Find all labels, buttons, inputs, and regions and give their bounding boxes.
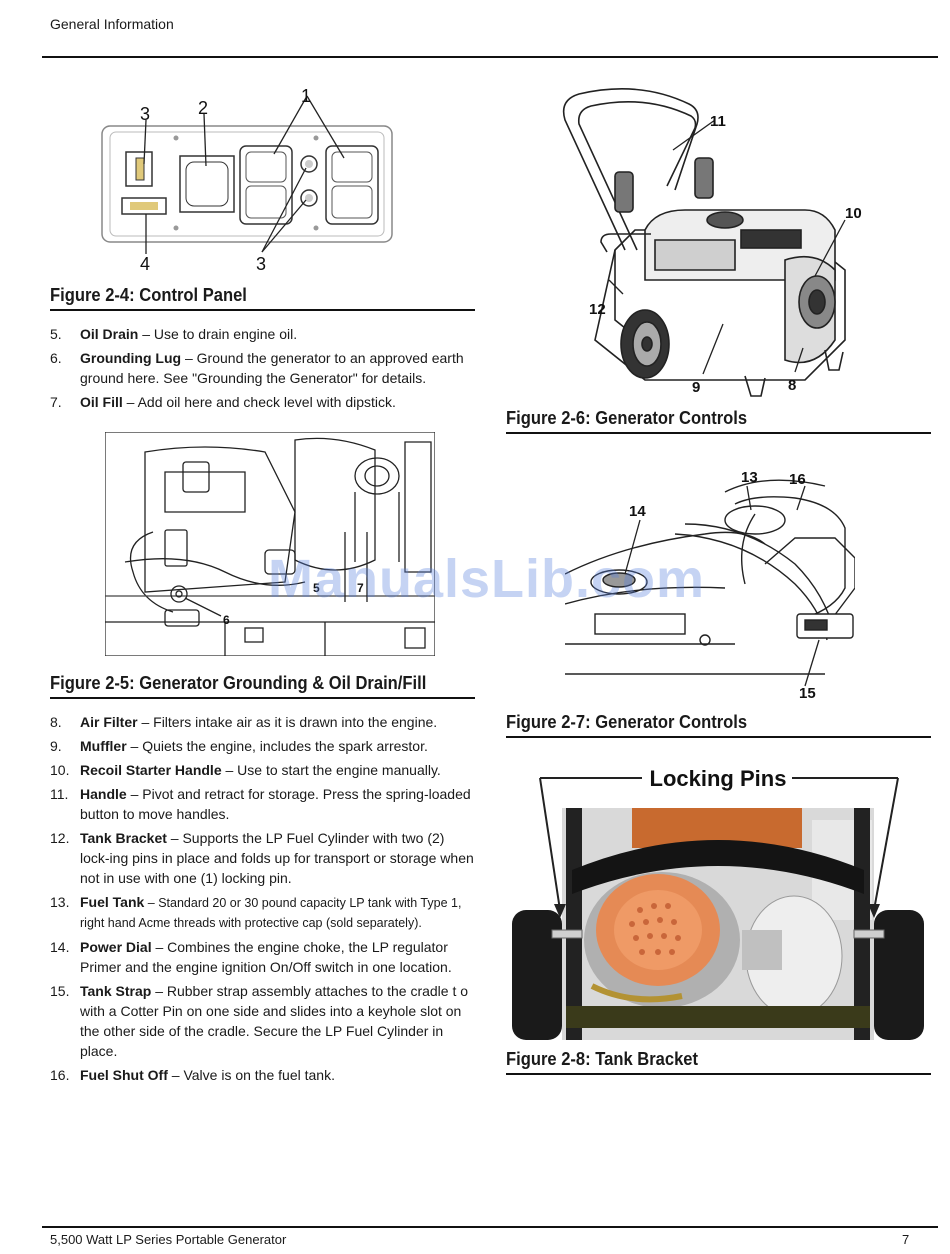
item-term: Oil Drain xyxy=(80,326,139,342)
figure-control-panel: 1 2 3 3 4 xyxy=(96,86,396,276)
list-item: 12. Tank Bracket – Supports the LP Fuel C… xyxy=(50,828,475,888)
page-number: 7 xyxy=(902,1232,910,1247)
item-number: 15. xyxy=(50,983,70,999)
item-term: Air Filter xyxy=(80,714,138,730)
list-item: 13. Fuel Tank – Standard 20 or 30 pound c… xyxy=(50,892,475,933)
tank-bracket-photo: Locking Pins xyxy=(512,760,924,1040)
item-text: – Use to drain engine oil. xyxy=(138,326,298,342)
callout-9: 9 xyxy=(692,379,700,396)
item-text: – Add oil here and check level with dips… xyxy=(122,394,396,410)
component-list-a: 5. Oil Drain – Use to drain engine oil. 6… xyxy=(50,324,475,416)
footer-title: 5,500 Watt LP Series Portable Generator xyxy=(50,1232,287,1247)
item-text: – Valve is on the fuel tank. xyxy=(167,1067,335,1083)
item-number: 7. xyxy=(50,394,62,410)
component-list-b: 8. Air Filter – Filters intake air as it … xyxy=(50,712,475,1089)
item-number: 13. xyxy=(50,894,70,910)
item-text: – Standard 20 or 30 pound capacity LP ta… xyxy=(80,896,462,930)
item-term: Muffler xyxy=(80,738,127,754)
page-header-section: General Information xyxy=(50,16,174,32)
item-text: – Rubber strap assembly attaches to the … xyxy=(80,983,469,1059)
item-term: Handle xyxy=(80,786,127,802)
callout-5: 5 xyxy=(313,581,320,595)
callout-3-bottom: 3 xyxy=(256,254,266,274)
item-text: – Filters intake air as it is drawn into… xyxy=(137,714,438,730)
callout-2: 2 xyxy=(198,98,208,118)
figure-2-4-caption: Figure 2-4: Control Panel xyxy=(50,285,247,305)
item-text: – Ground the generator to an approved ea… xyxy=(80,350,464,386)
figure-generator-full: 11 10 12 9 8 xyxy=(555,80,885,400)
callout-13: 13 xyxy=(741,469,758,486)
figure-2-6-caption: Figure 2-6: Generator Controls xyxy=(506,408,748,428)
item-term: Oil Fill xyxy=(80,394,123,410)
item-term: Fuel Tank xyxy=(80,894,145,910)
callout-3-top: 3 xyxy=(140,104,150,124)
list-item: 6. Grounding Lug – Ground the generator t… xyxy=(50,348,475,388)
engine-illustration: 6 5 7 xyxy=(105,432,435,656)
item-number: 16. xyxy=(50,1067,70,1083)
figure-2-7-caption: Figure 2-7: Generator Controls xyxy=(506,712,748,732)
list-item: 5. Oil Drain – Use to drain engine oil. xyxy=(50,324,475,344)
figure-2-5-caption-rule xyxy=(50,697,475,699)
figure-2-6-caption-rule xyxy=(506,432,931,434)
item-number: 6. xyxy=(50,350,62,366)
list-item: 16. Fuel Shut Off – Valve is on the fuel … xyxy=(50,1065,475,1085)
item-text: – Supports the LP Fuel Cylinder with two… xyxy=(80,830,474,886)
callout-1: 1 xyxy=(301,86,311,106)
callout-7: 7 xyxy=(357,581,364,595)
item-text: – Combines the engine choke, the LP regu… xyxy=(80,939,452,975)
callout-12: 12 xyxy=(589,301,606,318)
item-number: 10. xyxy=(50,762,70,778)
callout-6: 6 xyxy=(223,613,230,627)
item-number: 14. xyxy=(50,939,70,955)
figure-generator-controls-detail: 13 16 14 15 xyxy=(565,464,855,704)
generator-illustration: 11 10 12 9 8 xyxy=(562,88,862,397)
item-number: 8. xyxy=(50,714,62,730)
callout-16: 16 xyxy=(789,471,806,488)
callout-4: 4 xyxy=(140,254,150,274)
callout-15: 15 xyxy=(799,685,816,702)
item-term: Fuel Shut Off xyxy=(80,1067,168,1083)
header-rule xyxy=(42,56,938,58)
item-term: Tank Bracket xyxy=(80,830,167,846)
callout-14: 14 xyxy=(629,503,646,520)
figure-tank-bracket: Locking Pins xyxy=(512,760,924,1040)
item-text: – Pivot and retract for storage. Press t… xyxy=(80,786,471,822)
callout-11: 11 xyxy=(710,113,726,130)
list-item: 9. Muffler – Quiets the engine, includes … xyxy=(50,736,475,756)
control-panel-illustration: 1 2 3 3 4 xyxy=(101,86,393,274)
item-text: – Use to start the engine manually. xyxy=(221,762,441,778)
watermark-text: ManualsLib.com xyxy=(268,549,706,609)
footer-rule xyxy=(42,1226,938,1228)
item-term: Tank Strap xyxy=(80,983,152,999)
callout-8: 8 xyxy=(788,377,796,394)
list-item: 7. Oil Fill – Add oil here and check leve… xyxy=(50,392,475,412)
list-item: 10. Recoil Starter Handle – Use to start … xyxy=(50,760,475,780)
list-item: 11. Handle – Pivot and retract for storag… xyxy=(50,784,475,824)
item-number: 5. xyxy=(50,326,62,342)
figure-2-7-caption-rule xyxy=(506,736,931,738)
item-number: 11. xyxy=(50,786,69,802)
figure-2-4-caption-rule xyxy=(50,309,475,311)
item-number: 9. xyxy=(50,738,62,754)
figure-2-8-caption: Figure 2-8: Tank Bracket xyxy=(506,1049,699,1069)
list-item: 15. Tank Strap – Rubber strap assembly at… xyxy=(50,981,475,1061)
item-text: – Quiets the engine, includes the spark … xyxy=(126,738,428,754)
figure-2-8-caption-rule xyxy=(506,1073,931,1075)
item-term: Power Dial xyxy=(80,939,152,955)
figure-2-5-caption: Figure 2-5: Generator Grounding & Oil Dr… xyxy=(50,673,427,693)
item-term: Grounding Lug xyxy=(80,350,182,366)
controls-detail-illustration: 13 16 14 15 xyxy=(565,469,855,702)
list-item: 8. Air Filter – Filters intake air as it … xyxy=(50,712,475,732)
figure-grounding-oil: 6 5 7 xyxy=(105,432,435,656)
item-number: 12. xyxy=(50,830,70,846)
item-term: Recoil Starter Handle xyxy=(80,762,222,778)
callout-10: 10 xyxy=(845,205,862,222)
locking-pins-title: Locking Pins xyxy=(650,766,787,791)
list-item: 14. Power Dial – Combines the engine chok… xyxy=(50,937,475,977)
